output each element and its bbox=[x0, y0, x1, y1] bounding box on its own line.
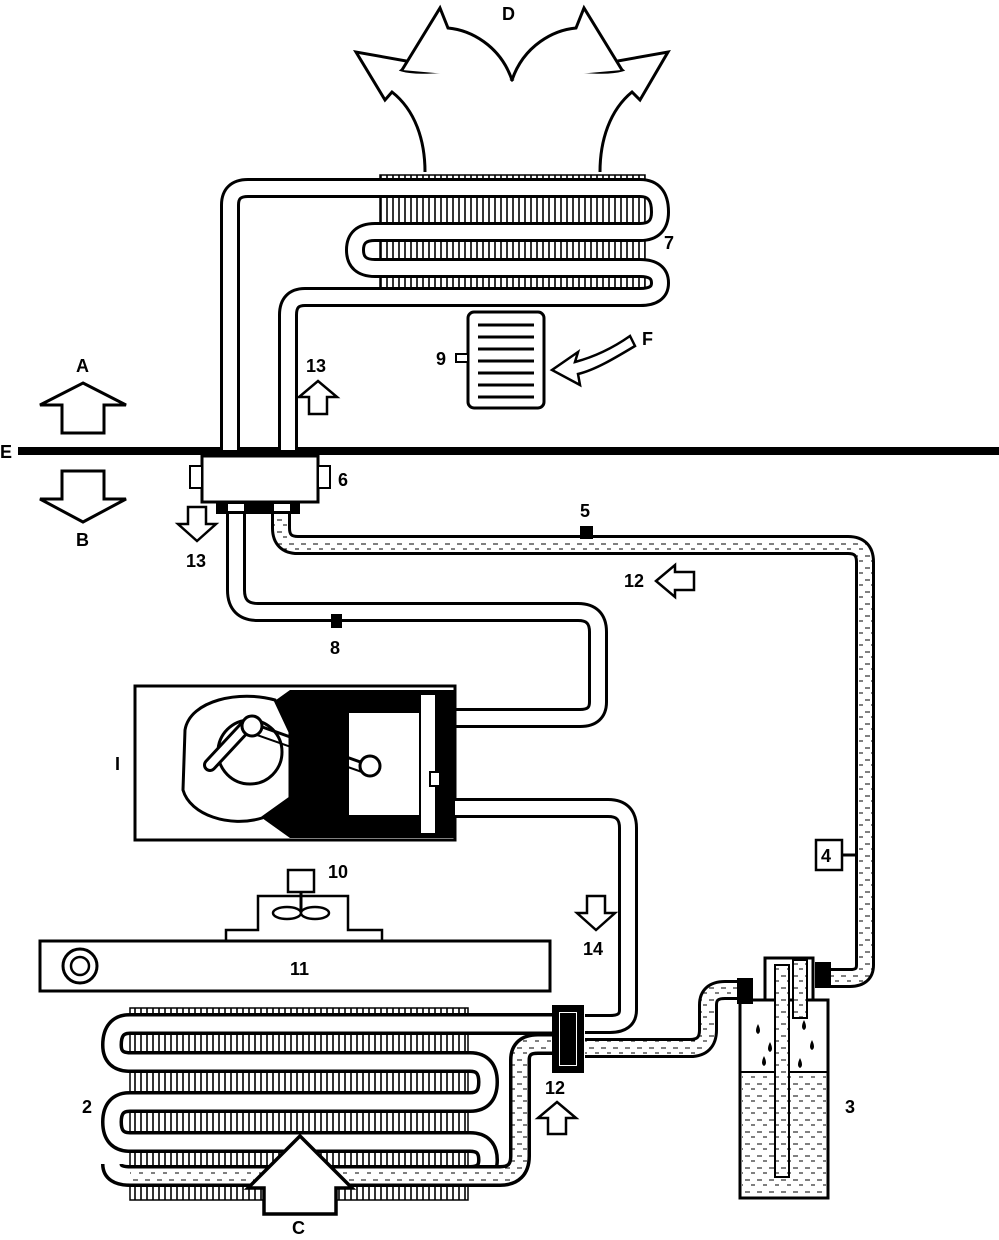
label-13-top: 13 bbox=[306, 356, 326, 376]
compressor bbox=[133, 684, 457, 842]
blower-fan bbox=[455, 310, 546, 410]
arrow-up-12 bbox=[534, 1100, 580, 1136]
label-f: F bbox=[642, 329, 653, 349]
condenser bbox=[101, 1007, 560, 1201]
label-5: 5 bbox=[580, 501, 590, 521]
label-c: C bbox=[292, 1218, 305, 1238]
label-b: B bbox=[76, 530, 89, 550]
cooling-fan bbox=[224, 868, 384, 941]
suction-line bbox=[226, 510, 608, 728]
arrow-down-13 bbox=[174, 505, 220, 543]
arrow-down-b bbox=[39, 469, 127, 524]
label-6: 6 bbox=[338, 470, 348, 490]
filter-dryer bbox=[552, 1005, 584, 1073]
label-a: A bbox=[76, 356, 89, 376]
fan-mount-bar bbox=[38, 939, 552, 993]
label-8: 8 bbox=[330, 638, 340, 658]
label-12-left: 12 bbox=[624, 571, 644, 591]
label-12-bottom: 12 bbox=[545, 1078, 565, 1098]
air-inlet-arrow bbox=[549, 334, 637, 388]
expansion-valve bbox=[189, 454, 331, 514]
label-3: 3 bbox=[845, 1097, 855, 1117]
label-e: E bbox=[0, 442, 12, 462]
air-outlet-arrow bbox=[353, 4, 671, 173]
label-13-bottom: 13 bbox=[186, 551, 206, 571]
label-d: D bbox=[502, 4, 515, 24]
label-2: 2 bbox=[82, 1097, 92, 1117]
sensor-8 bbox=[331, 614, 342, 628]
discharge-line bbox=[455, 798, 638, 1034]
label-4: 4 bbox=[821, 846, 831, 866]
pressure-switch bbox=[814, 838, 856, 872]
sensor-5 bbox=[580, 526, 593, 539]
air-inlet-c-arrow bbox=[243, 1133, 357, 1216]
label-14: 14 bbox=[583, 939, 603, 959]
receiver-inlet-line bbox=[585, 980, 740, 1058]
label-10: 10 bbox=[328, 862, 348, 882]
label-9: 9 bbox=[436, 349, 446, 369]
arrow-down-14 bbox=[573, 894, 619, 932]
arrow-up-13 bbox=[295, 379, 341, 416]
arrow-left-12 bbox=[654, 562, 696, 600]
receiver-drier bbox=[737, 956, 831, 1200]
liquid-line bbox=[271, 512, 875, 988]
evaporator bbox=[220, 174, 670, 450]
label-11: 11 bbox=[290, 959, 309, 979]
label-7: 7 bbox=[664, 233, 674, 253]
arrow-up-a bbox=[39, 381, 127, 435]
label-1: I bbox=[115, 754, 120, 774]
